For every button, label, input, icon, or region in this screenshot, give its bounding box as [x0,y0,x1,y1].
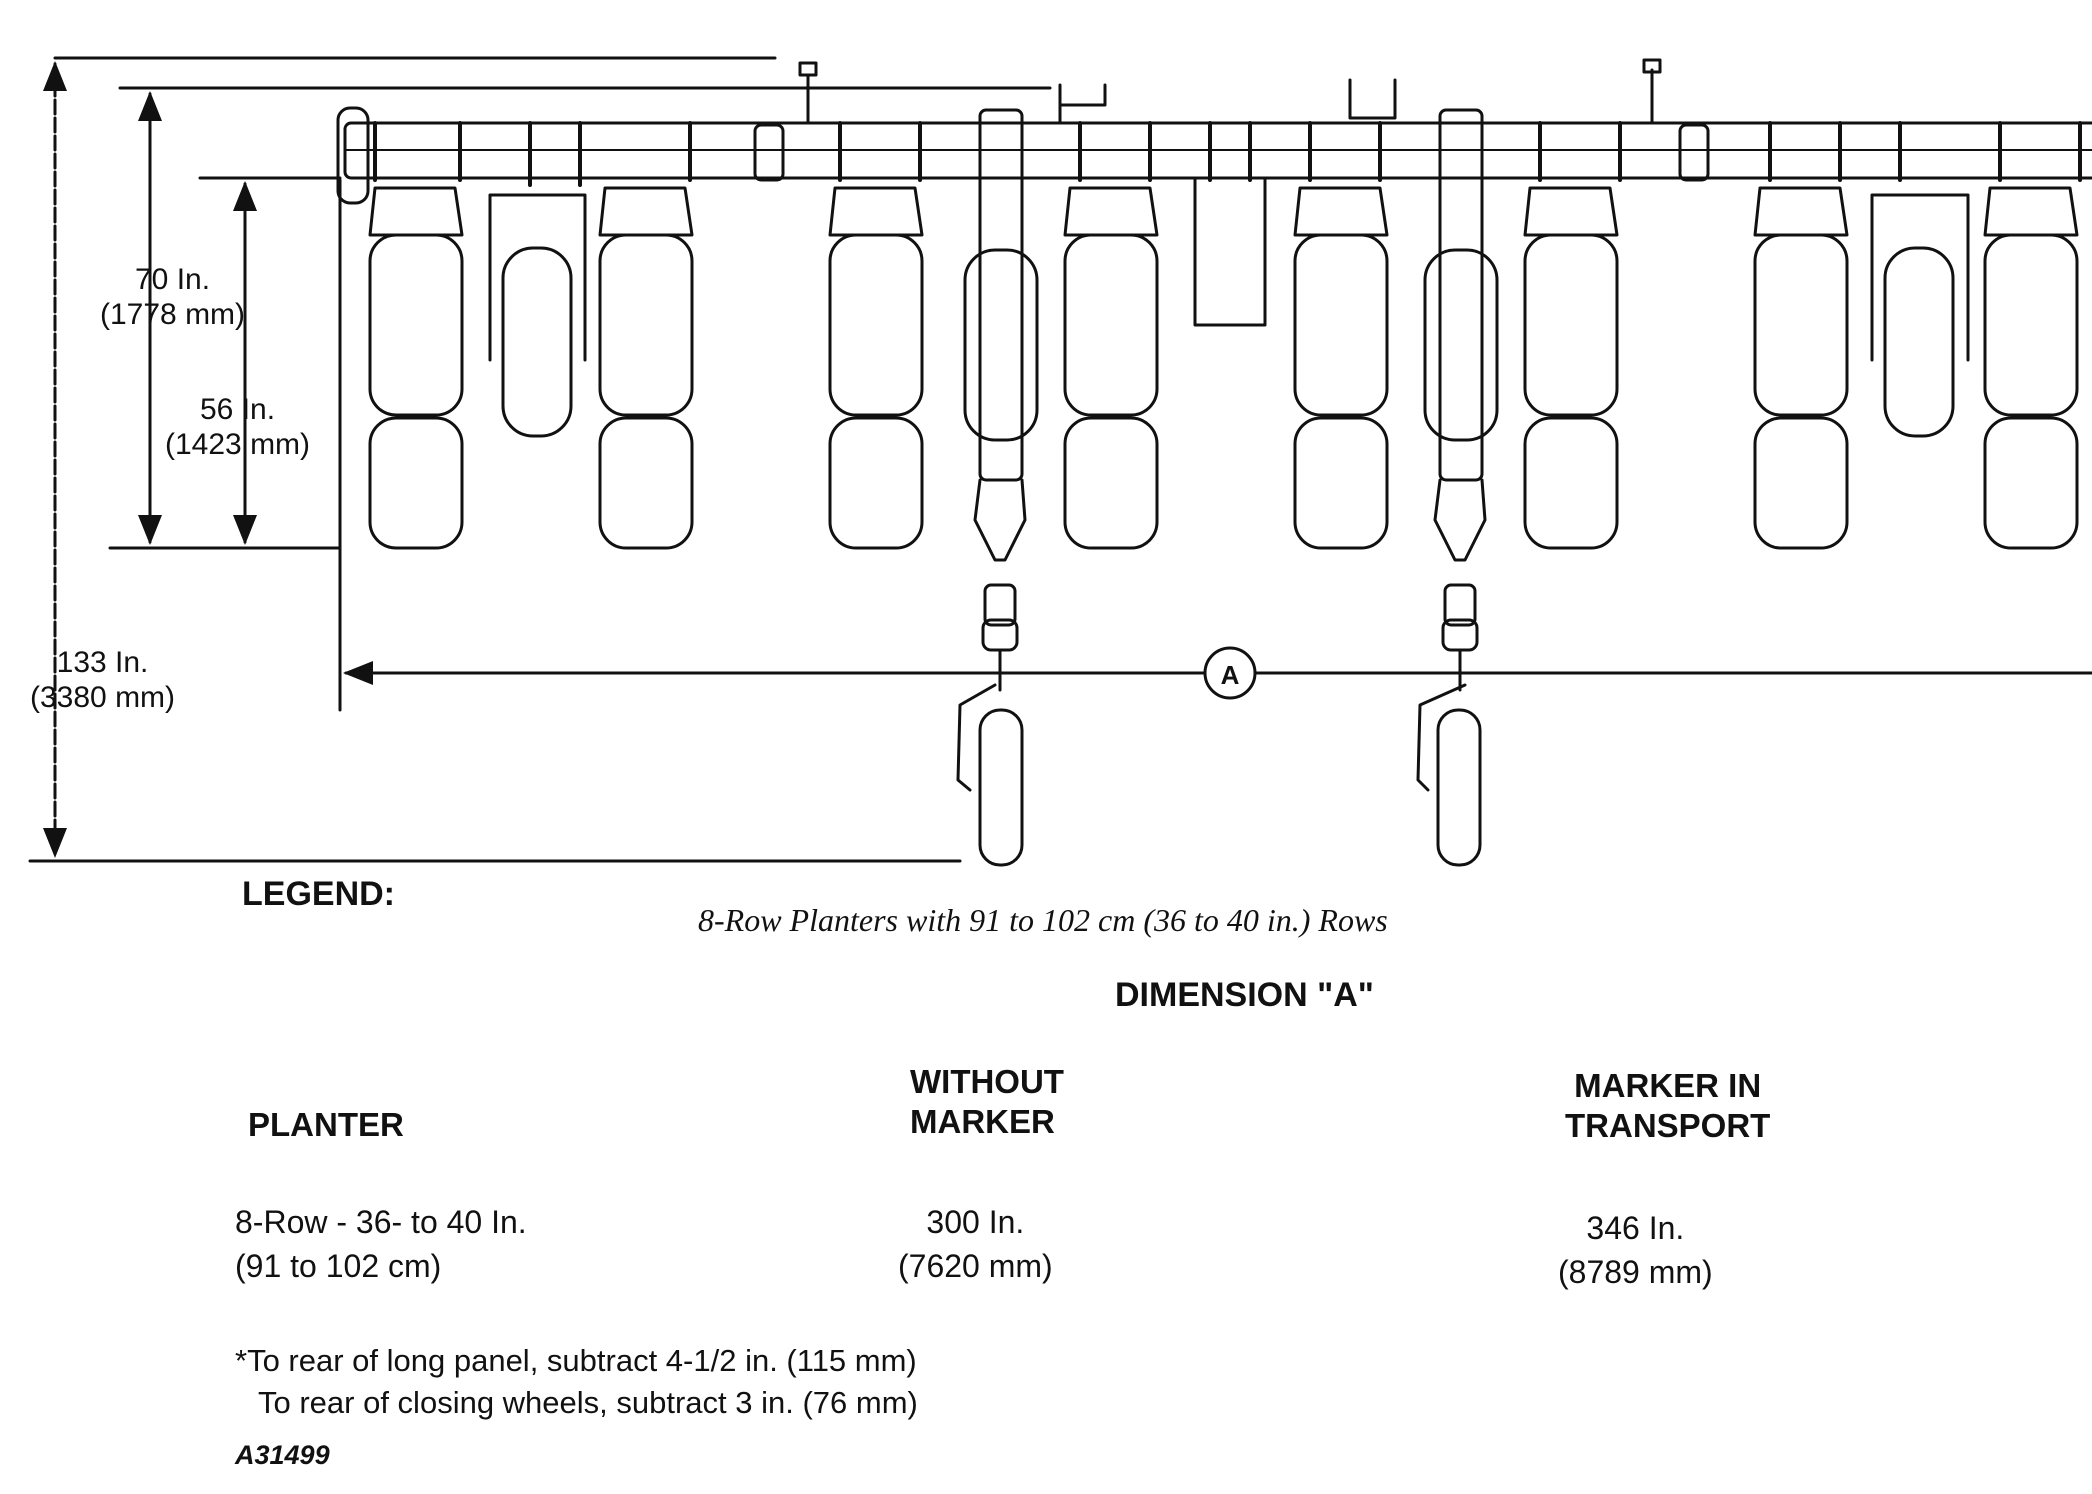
header-without-marker-line1: WITHOUT [910,1063,1064,1100]
dimension-70-inches: 70 In. [134,263,211,296]
table-row-marker-in-transport: 346 In. (8789 mm) [1558,1206,1713,1294]
marker-transport-mm: (8789 mm) [1558,1254,1713,1290]
marker-arm-right [1416,108,1487,867]
dimension-56-label: 56 In. (1423 mm) [165,392,310,462]
table-title: DIMENSION "A" [1115,976,1374,1014]
row-units [368,186,2079,550]
header-without-marker-line2: MARKER [910,1103,1055,1140]
center-frame-bracket [1193,176,1267,327]
header-without-marker: WITHOUT MARKER [910,1062,1064,1142]
figure-caption: 8-Row Planters with 91 to 102 cm (36 to … [698,902,1388,938]
table-row-planter: 8-Row - 36- to 40 In. (91 to 102 cm) [235,1200,527,1288]
marker-arm-left [956,108,1027,867]
note-closing-wheels: To rear of closing wheels, subtract 3 in… [258,1385,918,1420]
dimension-133-label: 133 In. (3380 mm) [30,645,175,715]
dimension-56-mm: (1423 mm) [165,428,311,461]
table-row-without-marker: 300 In. (7620 mm) [898,1200,1053,1288]
dimension-133-inches: 133 In. [56,646,149,679]
planter-size-metric: (91 to 102 cm) [235,1248,442,1284]
dimension-133-mm: (3380 mm) [30,681,176,714]
gauge-wheel-right [1883,246,1955,438]
dimension-a-letter: A [1221,660,1240,690]
frame-end-cap [336,106,370,205]
without-marker-inches: 300 In. [926,1204,1025,1240]
header-marker-line2: TRANSPORT [1565,1107,1771,1144]
without-marker-mm: (7620 mm) [898,1248,1053,1284]
dimension-56-inches: 56 In. [199,393,276,426]
header-planter: PLANTER [248,1106,404,1143]
dimension-a-circle [1203,646,1257,700]
note-long-panel: *To rear of long panel, subtract 4-1/2 i… [235,1343,917,1378]
dimension-70-mm: (1778 mm) [100,298,246,331]
figure-id: A31499 [235,1440,330,1470]
header-marker-line1: MARKER IN [1574,1067,1762,1104]
planter-size: 8-Row - 36- to 40 In. [235,1204,527,1240]
marker-transport-inches: 346 In. [1586,1210,1685,1246]
marker-wheel-left [978,708,1024,867]
header-marker-in-transport: MARKER IN TRANSPORT [1565,1066,1770,1146]
gauge-wheel-left [501,246,573,438]
marker-wheel-right [1436,708,1482,867]
dimension-70-label: 70 In. (1778 mm) [100,262,245,332]
legend-label: LEGEND: [242,875,395,913]
planter-top-view-diagram: A [28,56,2092,867]
